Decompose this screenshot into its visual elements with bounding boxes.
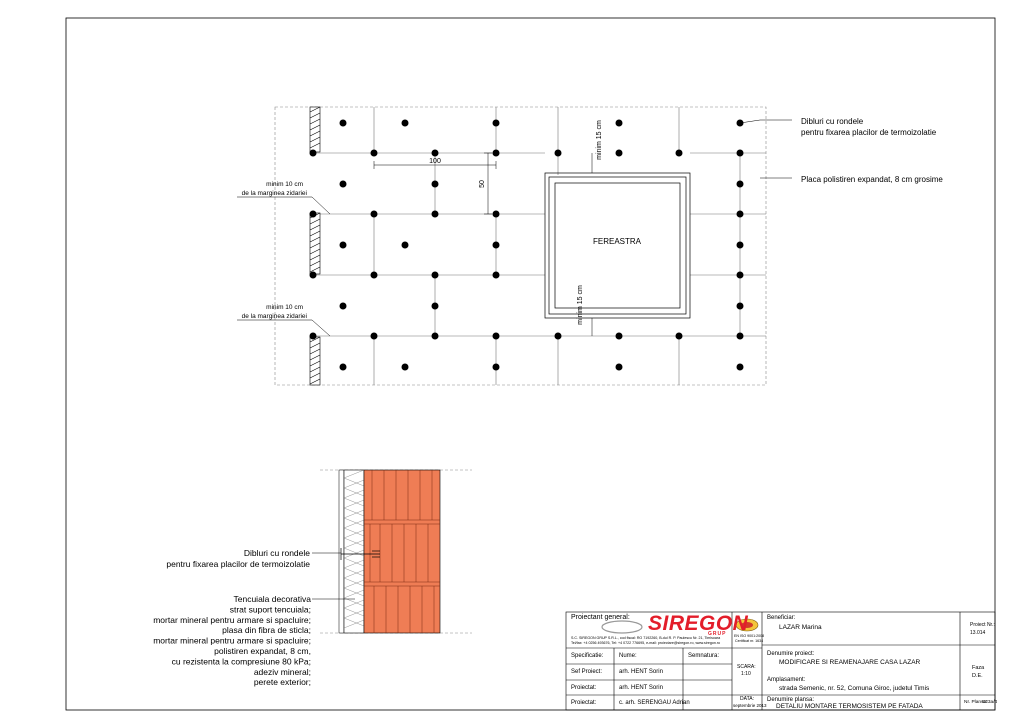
role-3: Proiectat: <box>571 700 597 706</box>
brick-wall <box>363 469 441 634</box>
masonry-edge <box>309 106 321 386</box>
project-no-label: Proiect Nr.: <box>970 622 995 628</box>
dimension-lines <box>373 152 593 336</box>
cert-line-2: Certificat nr. 1634 <box>735 639 764 643</box>
spec-label: Specificatie: <box>571 653 604 659</box>
sheet-no-value: S23a/4 <box>982 700 998 705</box>
layer-item: strat suport tencuiala; <box>230 604 311 614</box>
company-logo-sub: GRUP <box>708 631 727 637</box>
section-anchor-label-2: pentru fixarea placilor de termoizolatie <box>166 559 310 569</box>
eps-layer <box>343 469 365 634</box>
phase-value: D.E. <box>972 673 983 679</box>
layer-item: cu rezistenta la compresiune 80 kPa; <box>172 656 311 666</box>
project-name-value: MODIFICARE SI REAMENAJARE CASA LAZAR <box>779 659 921 666</box>
plan-anchor-label-1: Dibluri cu rondele <box>801 117 864 126</box>
layer-item: mortar mineral pentru armare si spacluir… <box>153 615 311 625</box>
edge-note-1b: de la marginea zidariei <box>242 190 307 197</box>
name-label: Nume: <box>619 653 637 659</box>
certification-badge-icon <box>735 618 759 632</box>
plan-view <box>237 106 792 386</box>
name-3: c. arh. SERENGAU Adrian <box>619 700 690 706</box>
beneficiary-value: LAZAR Marina <box>779 624 822 631</box>
layer-item: mortar mineral pentru armare si spacluir… <box>153 636 311 646</box>
window-label: FEREASTRA <box>593 237 642 246</box>
layer-item: plasa din fibra de sticla; <box>222 625 311 635</box>
signature-label: Semnatura: <box>688 653 720 659</box>
dim-100: 100 <box>429 158 441 165</box>
min-top: minim 15 cm <box>596 120 603 160</box>
cert-line-1: EN ISO 9001:2008 <box>734 634 765 638</box>
location-value: strada Semenic, nr. 52, Comuna Giroc, ju… <box>779 685 930 692</box>
section-detail <box>312 469 472 634</box>
role-2: Proiectat: <box>571 685 597 691</box>
layer-item: polistiren expandat, 8 cm, <box>214 646 311 656</box>
edge-note-2a: minim 10 cm <box>266 304 303 311</box>
section-anchor <box>340 548 380 560</box>
project-name-label: Denumire proiect: <box>767 651 815 657</box>
location-label: Amplasament: <box>767 677 806 683</box>
titleblock-grid <box>565 611 996 711</box>
logo-swirl-icon <box>601 620 643 634</box>
phase-label: Faza <box>972 665 985 671</box>
date-value: septembrie 2013 <box>733 703 767 708</box>
insulation-outline <box>274 106 767 386</box>
scale-value: 1:10 <box>741 671 751 677</box>
layer-item: Tencuiala decorativa <box>234 594 312 604</box>
scale-label: SCARA: <box>737 664 756 670</box>
leader-lines <box>237 119 792 337</box>
company-logo: SIREGON <box>648 612 749 635</box>
edge-note-1a: minim 10 cm <box>266 181 303 188</box>
dim-50: 50 <box>479 180 486 188</box>
project-no-value: 13.014 <box>970 630 986 636</box>
window-opening <box>544 172 691 319</box>
board-joints <box>316 107 766 385</box>
name-1: arh. HENT Sorin <box>619 669 663 675</box>
sheet-name-label: Denumire plansa: <box>767 697 815 703</box>
beneficiary-label: Beneficiar: <box>767 615 796 621</box>
section-leaders <box>312 552 355 600</box>
plate-label: Placa polistiren expandat, 8 cm grosime <box>801 175 943 184</box>
layer-item: adeziv mineral; <box>254 667 311 677</box>
company-line-2: Tel/fax: +4 0256 493676, Tel: +4 0722 77… <box>571 641 721 645</box>
name-2: arh. HENT Sorin <box>619 685 663 691</box>
date-label: DATA: <box>740 696 754 702</box>
section-anchor-label-1: Dibluri cu rondele <box>244 548 310 558</box>
brick-joints <box>364 470 440 633</box>
min-bottom: minim 15 cm <box>577 285 584 325</box>
sheet-border <box>65 17 996 711</box>
sheet-no-label: Nr. Plansa: <box>964 700 988 705</box>
sheet-name-value: DETALIU MONTARE TERMOSISTEM PE FATADA <box>776 703 923 710</box>
general-designer-label: Proiectant general: <box>571 614 630 621</box>
edge-note-2b: de la marginea zidariei <box>242 313 307 320</box>
plan-anchor-label-2: pentru fixarea placilor de termoizolatie <box>801 128 937 137</box>
finish-layer <box>338 469 345 634</box>
company-line-1: S.C. SIREGON GRUP S.R.L., cod fiscal: RO… <box>571 636 721 640</box>
layer-item: perete exterior; <box>254 677 311 687</box>
role-1: Sef Proiect: <box>571 669 603 675</box>
anchor-dots <box>309 119 744 371</box>
